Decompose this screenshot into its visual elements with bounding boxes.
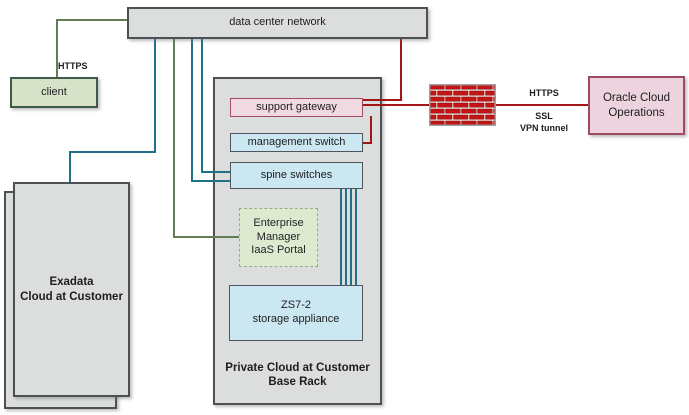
enterprise-manager-portal-label: Enterprise Manager IaaS Portal: [251, 216, 306, 257]
zs7-storage-appliance-label: ZS7-2 storage appliance: [252, 299, 340, 325]
edge-dcn-spine1-h: [191, 180, 231, 182]
tunnel-vpn-label: VPN tunnel: [519, 123, 568, 133]
edge-dcn-emportal-h: [173, 236, 240, 238]
data-center-network-label: data center network: [229, 16, 326, 29]
edge-dcn-spine2-v: [201, 39, 203, 173]
node-support-gateway: support gateway: [230, 98, 363, 117]
node-zs7-storage-appliance: ZS7-2 storage appliance: [229, 285, 363, 341]
management-switch-label: management switch: [247, 135, 346, 148]
edge-dcn-exadata-v1: [154, 39, 156, 153]
edge-dcn-spine1-v: [191, 39, 193, 182]
edge-gateway-mgmt-v: [370, 116, 372, 144]
spine-switches-label: spine switches: [260, 168, 333, 181]
edge-dcn-exadata-h: [69, 151, 156, 153]
edge-spine-storage-4: [355, 189, 357, 285]
exadata-label: Exadata Cloud at Customer: [20, 276, 123, 303]
private-cloud-rack-label-text: Private Cloud at Customer Base Rack: [225, 361, 370, 388]
edge-dcn-exadata-v2: [69, 151, 71, 182]
edge-dcn-client-h: [56, 19, 127, 21]
node-exadata: Exadata Cloud at Customer: [13, 182, 130, 397]
edge-dcn-gateway-h: [363, 99, 402, 101]
tunnel-https-label: HTTPS: [529, 88, 559, 98]
node-client: client: [10, 77, 98, 108]
client-label: client: [41, 85, 67, 98]
node-management-switch: management switch: [230, 133, 363, 152]
node-data-center-network: data center network: [127, 7, 428, 39]
node-oracle-cloud-operations: Oracle Cloud Operations: [588, 76, 685, 135]
edge-spine-storage-1: [340, 189, 342, 285]
client-https-label: HTTPS: [58, 61, 88, 71]
edge-dcn-emportal-v: [173, 39, 175, 238]
firewall-icon: [429, 84, 496, 126]
node-enterprise-manager-portal: Enterprise Manager IaaS Portal: [239, 208, 318, 267]
support-gateway-label: support gateway: [256, 100, 337, 113]
node-spine-switches: spine switches: [230, 162, 363, 189]
tunnel-ssl-label: SSL: [535, 111, 553, 121]
oracle-cloud-operations-label: Oracle Cloud Operations: [602, 92, 671, 119]
edge-dcn-gateway-v: [400, 39, 402, 101]
edge-dcn-spine2-h: [201, 171, 231, 173]
edge-dcn-client-v: [56, 19, 58, 77]
edge-gateway-mgmt-h: [363, 142, 372, 144]
edge-spine-storage-3: [350, 189, 352, 285]
edge-spine-storage-2: [345, 189, 347, 285]
private-cloud-rack-label: Private Cloud at Customer Base Rack: [213, 359, 382, 391]
